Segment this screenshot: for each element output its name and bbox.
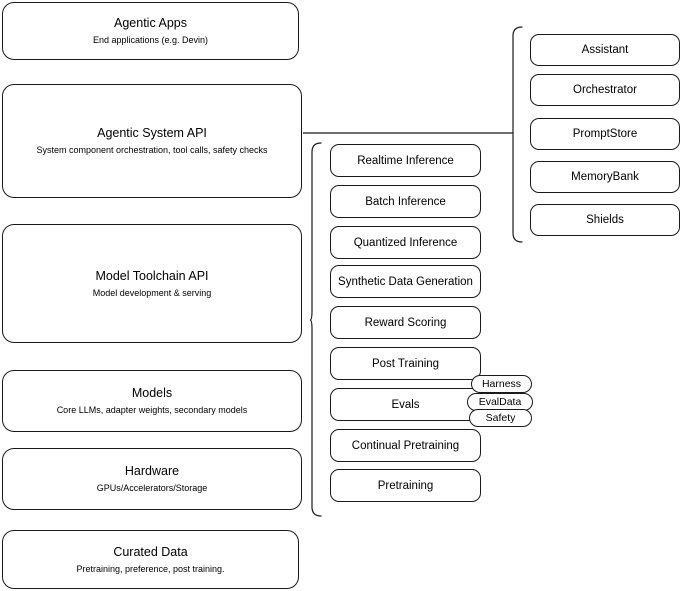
stack-layer-title: Curated Data [113,544,188,559]
stack-layer-title: Agentic Apps [114,16,187,30]
eval-tag-label: EvalData [478,396,522,408]
toolchain-component-label: Continual Pretraining [351,439,460,452]
system-component-assistant[interactable]: Assistant [530,34,680,66]
system-component-promptstore[interactable]: PromptStore [530,118,680,150]
toolchain-component-realtime-inference[interactable]: Realtime Inference [330,144,481,177]
toolchain-component-label: Quantized Inference [353,236,458,249]
stack-layer-title: Agentic System API [97,126,207,140]
toolchain-component-evals[interactable]: Evals [330,388,481,421]
toolchain-component-label: Realtime Inference [357,154,454,167]
toolchain-component-reward-scoring[interactable]: Reward Scoring [330,306,481,339]
system-components-bracket [512,26,523,243]
toolchain-component-post-training[interactable]: Post Training [330,347,481,380]
stack-layer-subtitle: Core LLMs, adapter weights, secondary mo… [56,405,248,415]
eval-tag-harness[interactable]: Harness [471,375,532,393]
system-component-label: PromptStore [572,128,638,140]
system-component-label: Orchestrator [573,84,637,96]
system-component-label: Assistant [581,44,629,56]
stack-layer-title: Hardware [124,464,180,478]
toolchain-component-label: Pretraining [377,479,434,492]
toolchain-component-label: Evals [391,398,420,411]
system-component-shields[interactable]: Shields [530,204,680,236]
stack-layer-agentic-system-api[interactable]: Agentic System API System component orche… [2,84,302,198]
toolchain-component-label: Batch Inference [365,195,446,208]
stack-layer-subtitle: System component orchestration, tool cal… [36,145,268,155]
eval-tag-evaldata[interactable]: EvalData [467,393,533,411]
stack-layer-subtitle: End applications (e.g. Devin) [92,35,209,45]
toolchain-component-label: Reward Scoring [364,316,447,329]
system-component-orchestrator[interactable]: Orchestrator [530,74,680,106]
stack-layer-model-toolchain-api[interactable]: Model Toolchain API Model development & s… [2,224,302,343]
toolchain-component-label: Synthetic Data Generation [338,275,473,288]
toolchain-component-synthetic-data-generation[interactable]: Synthetic Data Generation [330,265,481,298]
toolchain-components-bracket [309,142,322,517]
toolchain-component-batch-inference[interactable]: Batch Inference [330,185,481,218]
system-component-label: Shields [586,214,624,226]
toolchain-component-quantized-inference[interactable]: Quantized Inference [330,226,481,259]
system-component-memorybank[interactable]: MemoryBank [530,161,680,193]
eval-tag-label: Harness [481,378,522,390]
stack-layer-subtitle: Pretraining, preference, post training. [76,563,225,574]
stack-layer-title: Model Toolchain API [95,268,209,283]
stack-layer-subtitle: GPUs/Accelerators/Storage [96,483,208,493]
toolchain-component-pretraining[interactable]: Pretraining [330,469,481,502]
toolchain-component-label: Post Training [371,357,440,370]
stack-layer-subtitle: Model development & serving [92,287,212,298]
system-component-label: MemoryBank [571,171,639,183]
stack-layer-title: Models [131,386,173,400]
toolchain-component-continual-pretraining[interactable]: Continual Pretraining [330,429,481,462]
eval-tag-safety[interactable]: Safety [469,409,532,427]
eval-tag-label: Safety [485,412,516,424]
